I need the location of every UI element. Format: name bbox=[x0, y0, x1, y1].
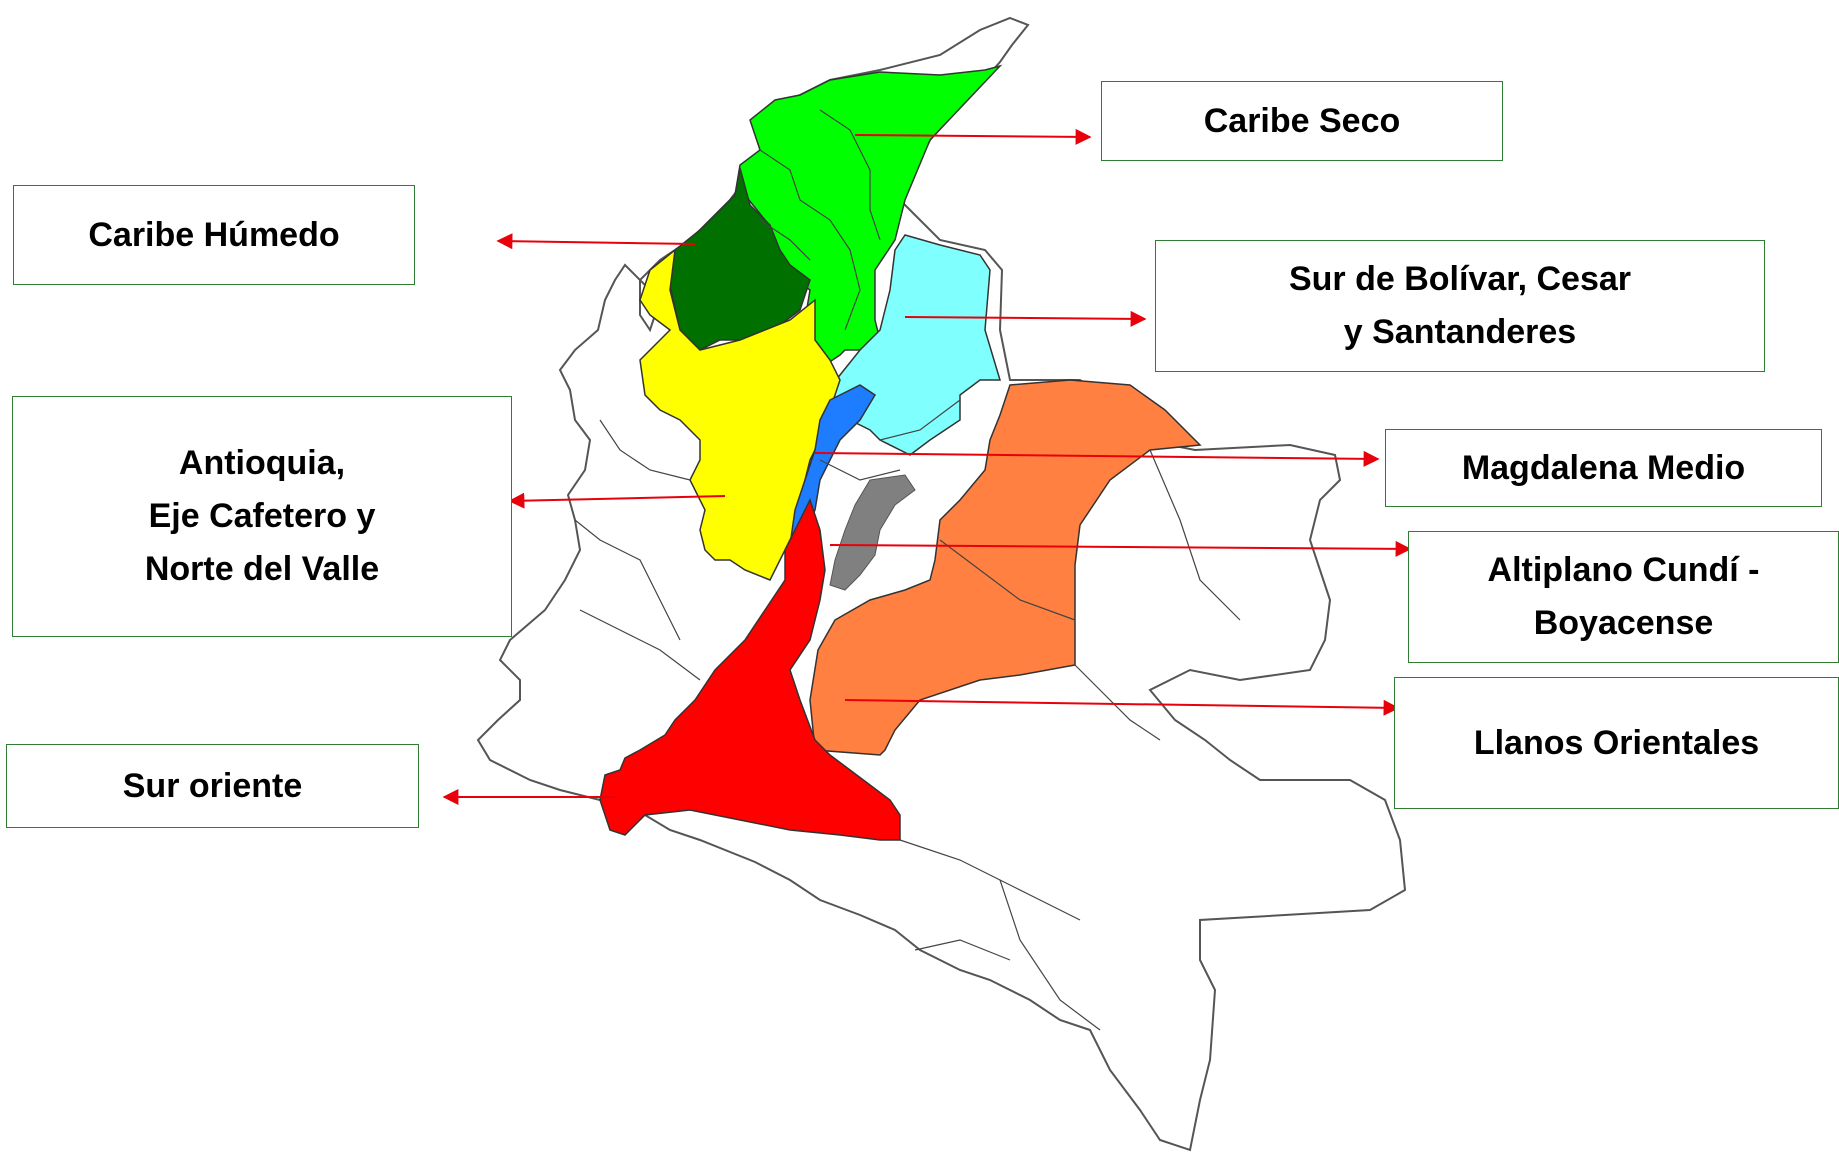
region-altiplano-cundiboyacense bbox=[829, 474, 916, 591]
arrow-magdalena-medio bbox=[814, 450, 1380, 467]
label-sur-bolivar-cesar-santanderes: Sur de Bolívar, Cesar y Santanderes bbox=[1155, 240, 1765, 372]
region-sur-oriente bbox=[599, 498, 901, 841]
arrow-caribe-humedo bbox=[496, 233, 696, 250]
arrow-sur-bolivar bbox=[904, 310, 1147, 327]
label-antioquia-eje-cafetero: Antioquia, Eje Cafetero y Norte del Vall… bbox=[12, 396, 512, 637]
department-borders bbox=[574, 109, 1241, 1031]
arrow-llanos bbox=[844, 699, 1400, 716]
label-caribe-humedo: Caribe Húmedo bbox=[13, 185, 415, 285]
arrow-altiplano bbox=[829, 540, 1412, 557]
label-sur-oriente: Sur oriente bbox=[6, 744, 419, 828]
arrows bbox=[442, 128, 1412, 805]
region-llanos-orientales bbox=[809, 379, 1202, 756]
arrow-caribe-seco bbox=[854, 128, 1092, 145]
arrow-antioquia bbox=[508, 492, 726, 509]
label-caribe-seco: Caribe Seco bbox=[1101, 81, 1503, 161]
region-antioquia-eje-cafetero bbox=[639, 248, 841, 581]
label-altiplano-cundiboyacense: Altiplano Cundí - Boyacense bbox=[1408, 531, 1839, 663]
label-magdalena-medio: Magdalena Medio bbox=[1385, 429, 1822, 507]
label-llanos-orientales: Llanos Orientales bbox=[1394, 677, 1839, 809]
